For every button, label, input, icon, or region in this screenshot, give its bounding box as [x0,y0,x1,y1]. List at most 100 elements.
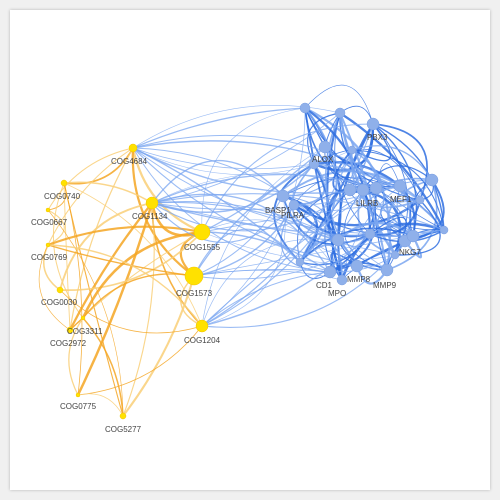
gene-edge [394,199,441,256]
gene-node-g_r1 [393,179,407,193]
gene-node-u14 [439,225,449,235]
gene-node-g_top [366,117,380,131]
cross-edge [132,134,401,187]
cross-edge [201,107,306,233]
cog-node-cog5277 [119,412,127,420]
cross-edge [201,271,331,327]
cross-edge [151,185,401,211]
gene-edge [313,148,421,201]
gene-edge [362,165,433,191]
node-label-cog2972: COG2972 [50,339,87,348]
node-label-cog1134: COG1134 [132,212,168,221]
gene-node-u9 [308,158,320,170]
cross-edge [201,195,286,327]
cog-node-cog0030 [56,286,64,294]
cross-edge [193,269,343,281]
node-label-g_bl2: MPO [328,289,346,298]
network-labels: COG4684COG0740COG1134COG0667COG1555COG07… [31,133,421,434]
cog-node-cog0667 [45,207,51,213]
node-label-cog1573: COG1573 [176,289,213,298]
cross-edge [201,187,377,327]
node-label-cog1204: COG1204 [184,336,221,345]
cog-edge [82,317,124,417]
cog-edge [47,244,203,327]
cog-node-cog1573 [184,266,204,286]
cog-node-cog1134 [145,196,159,210]
cog-edge [52,182,84,319]
gene-edge [409,179,433,237]
cog-edge [77,393,124,417]
cog-edge [47,209,124,417]
cross-edge [151,189,351,232]
gene-edge [350,149,421,209]
cog-node-cog0740 [60,179,68,187]
cog-edge [38,244,71,331]
cog-node-cog3311 [66,326,74,334]
cog-edge [59,231,203,291]
cross-edge [151,112,341,204]
node-label-g_c1: LILRB [356,199,378,208]
gene-node-u1 [299,102,311,114]
cog-edge [47,209,65,246]
cog-edge [59,289,203,334]
node-label-g_bm: MMP8 [347,275,371,284]
cog-edge [122,202,155,417]
cross-edge [201,240,406,329]
cross-edge [151,173,377,204]
gene-edge [334,112,371,235]
cog-edge [76,202,154,396]
cross-edge [132,147,331,273]
cross-edge [201,123,374,327]
gene-edge [304,84,374,125]
cross-edge [132,147,388,271]
cross-edge [132,105,341,149]
cog-edge [77,325,203,396]
cog-edge [47,225,203,246]
cog-edge [63,181,153,204]
cross-edge [132,147,315,170]
cog-node-cog2972 [80,315,86,321]
cross-edge [132,140,421,201]
cross-edge [193,163,315,277]
cog-edge [69,147,134,331]
gene-node-g_bl2 [336,274,348,286]
cog-edge [82,273,195,319]
node-label-cog1555: COG1555 [184,243,221,252]
gene-edge [339,112,446,231]
cross-edge [132,147,445,235]
gene-node-g_bm [350,259,364,273]
cog-node-cog1204 [195,319,209,333]
gene-edge [369,199,421,236]
node-label-g_br: MMP9 [373,281,397,290]
cross-edge [193,195,284,277]
network-diagram: COG4684COG0740COG1134COG0667COG1555COG07… [31,84,449,434]
node-label-g_ulc: ALOX [312,155,334,164]
gene-node-u12 [390,250,400,260]
cog-node-cog1555 [193,223,211,241]
cog-edge [47,147,134,246]
gene-edge [372,123,445,231]
gene-node-u10 [415,195,425,205]
node-label-cog0769: COG0769 [31,253,68,262]
network-nodes [45,102,449,420]
node-label-cog0667: COG0667 [31,218,68,227]
cog-edge [122,275,196,417]
gene-node-g_ml2 [288,199,300,211]
gene-node-g_bl1 [323,265,337,279]
node-label-cog0030: COG0030 [41,298,78,307]
cog-edge [63,182,203,327]
gene-node-g_ulc [318,140,332,154]
node-label-cog3311: COG3311 [67,327,103,336]
gene-edge [291,163,339,241]
cross-edge [151,160,284,204]
node-label-g_bl1: CD1 [316,281,333,290]
cog-node-cog4684 [128,143,138,153]
node-label-g_r2: NKG7 [399,248,421,257]
gene-edge [351,149,385,235]
gene-node-u4 [369,181,383,195]
gene-node-u11 [295,257,305,267]
cross-edge [201,231,358,267]
gene-node-u13 [347,145,357,155]
node-label-cog5277: COG5277 [105,425,142,434]
